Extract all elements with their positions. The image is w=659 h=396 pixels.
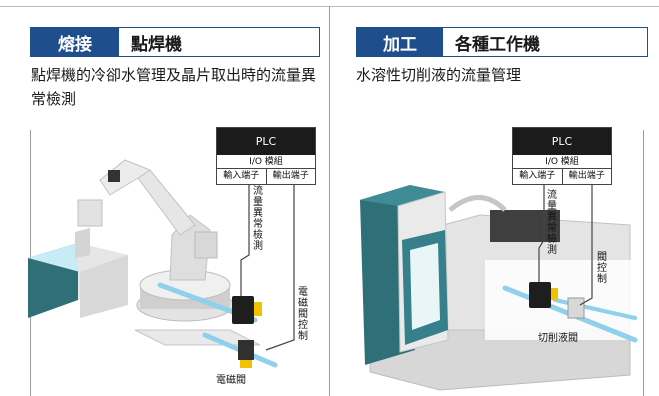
machining-header: 加工 各種工作機 xyxy=(356,27,648,57)
panel-divider xyxy=(329,6,330,396)
solenoid-valve-label: 電磁閥 xyxy=(216,375,246,386)
plc-output-terminal: 輸出端子 xyxy=(568,171,605,181)
section-description: 水溶性切削液的流量管理 xyxy=(356,66,522,84)
coolant-valve-label: 切削液閥 xyxy=(538,333,578,344)
machine-tool-illustration xyxy=(360,178,638,391)
panel-machining: 加工 各種工作機 水溶性切削液的流量管理 PLC I/O 模組 xyxy=(330,0,659,396)
category-label: 加工 xyxy=(357,28,443,56)
category-label: 熔接 xyxy=(31,28,119,56)
panel-welding: 熔接 點焊機 點焊機的冷卻水管理及晶片取出時的流量異常檢測 xyxy=(28,6,330,396)
plc-module: PLC I/O 模組 輸入端子 輸出端子 xyxy=(512,127,612,185)
flow-anomaly-label: 流量異常檢測 xyxy=(547,190,557,256)
plc-output-terminal: 輸出端子 xyxy=(272,171,309,181)
section-description: 點焊機的冷卻水管理及晶片取出時的流量異常檢測 xyxy=(31,66,317,108)
right-frame-line xyxy=(643,130,644,396)
welding-header: 熔接 點焊機 xyxy=(30,27,320,57)
spot-welder-illustration xyxy=(28,159,295,368)
plc-title: PLC xyxy=(217,128,315,155)
flow-anomaly-label: 流量異常檢測 xyxy=(253,186,263,252)
plc-input-terminal: 輸入端子 xyxy=(513,169,563,184)
solenoid-control-label: 電磁閥控制 xyxy=(298,287,308,342)
plc-title: PLC xyxy=(513,128,611,155)
section-title: 各種工作機 xyxy=(455,34,540,55)
plc-input-terminal: 輸入端子 xyxy=(217,169,267,184)
plc-io-module: I/O 模組 xyxy=(217,155,315,169)
plc-io-module: I/O 模組 xyxy=(513,155,611,169)
valve-control-label: 閥控制 xyxy=(597,252,607,285)
section-title: 點焊機 xyxy=(131,34,182,55)
plc-module: PLC I/O 模組 輸入端子 輸出端子 xyxy=(216,127,316,185)
